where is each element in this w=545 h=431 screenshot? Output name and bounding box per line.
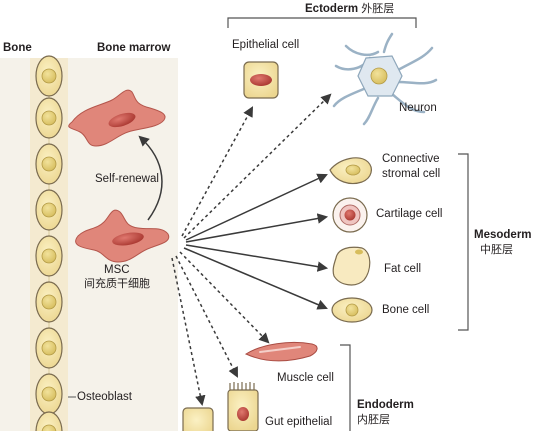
msc-self-renewed-cell	[68, 89, 166, 147]
gut-epithelial-cell	[227, 382, 259, 431]
osteoblast-cell	[35, 373, 63, 415]
arrow-to-endoderm-cell	[171, 257, 206, 407]
bone-cell-label: Bone cell	[382, 304, 430, 316]
fat-label: Fat cell	[384, 263, 422, 275]
osteoblast-cell	[35, 411, 63, 431]
mesoderm-zh: 中胚层	[480, 243, 513, 256]
connective-label-1: Connective	[382, 153, 440, 165]
epithelial-label: Epithelial cell	[232, 39, 300, 51]
self-renewal-label: Self-renewal	[95, 173, 159, 185]
ectoderm-zh: 外胚层	[361, 2, 395, 15]
neuron-cell	[332, 32, 438, 126]
osteoblast-column	[35, 55, 63, 431]
neuron-label: Neuron	[399, 102, 437, 114]
arrow-to-bone-cell	[183, 247, 328, 310]
arrow-to-epithelial	[181, 106, 254, 237]
endoderm-name: Endoderm	[357, 399, 414, 411]
osteoblast-cell	[35, 281, 63, 323]
osteoblast-cell	[35, 55, 63, 97]
epithelial-cell	[243, 61, 279, 99]
muscle-cell	[244, 341, 318, 362]
mesoderm-bracket	[458, 153, 469, 331]
arrow-to-cartilage	[185, 213, 329, 243]
msc-zh-label: 间充质干细胞	[84, 277, 150, 290]
endoderm-zh: 内胚层	[357, 413, 390, 426]
connective-stromal-cell	[329, 157, 372, 185]
bone-header: Bone	[3, 42, 32, 54]
endoderm-bracket	[340, 344, 351, 431]
ectoderm-name: Ectoderm	[305, 3, 359, 15]
osteoblast-cell	[35, 189, 63, 231]
arrow-to-muscle	[179, 251, 270, 344]
osteoblast-cell	[35, 97, 63, 139]
osteoblast-cell	[35, 143, 63, 185]
gut-epithelial-label: Gut epithelial	[265, 416, 333, 428]
msc-cell	[75, 209, 170, 263]
osteoblast-cell	[35, 235, 63, 277]
muscle-label: Muscle cell	[277, 372, 334, 384]
arrow-to-gut	[175, 255, 238, 378]
bone-marrow-header: Bone marrow	[97, 42, 171, 54]
ectoderm-label: Ectoderm 外胚层	[305, 2, 395, 16]
bone-cell	[331, 297, 373, 323]
osteoblast-cell	[35, 327, 63, 369]
mesoderm-name: Mesoderm	[474, 229, 532, 241]
self-renewal-arrow	[138, 135, 163, 221]
fat-cell	[332, 246, 371, 286]
osteoblast-label: Osteoblast	[77, 391, 132, 403]
arrow-to-fat	[185, 244, 329, 272]
connective-label-2: stromal cell	[382, 168, 441, 180]
cartilage-cell	[332, 197, 368, 233]
endoderm-cell-partial	[182, 407, 214, 431]
msc-label: MSC	[104, 264, 130, 276]
arrow-to-connective	[185, 173, 328, 241]
cartilage-label: Cartilage cell	[376, 208, 443, 220]
arrow-to-neuron	[183, 93, 332, 239]
ectoderm-bracket	[227, 17, 417, 28]
